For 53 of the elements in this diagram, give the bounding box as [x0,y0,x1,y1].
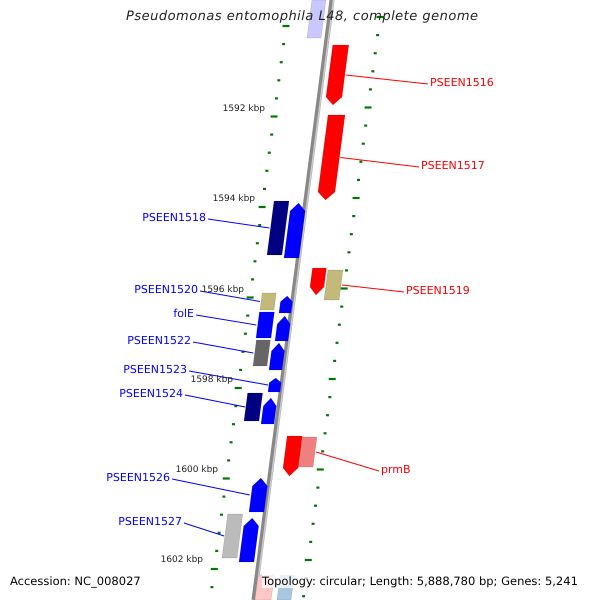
gene-label: PSEEN1523 [123,363,187,376]
leader-line [340,157,420,168]
gene-label: PSEEN1517 [421,159,485,172]
gene-label: PSEEN1516 [430,76,494,89]
gene-label: PSEEN1520 [134,283,198,296]
leader-line [200,290,260,302]
gene-feature [284,203,305,258]
info-text: Accession: NC_008027 [10,574,141,588]
gene-label: PSEEN1522 [127,334,191,347]
gene-feature [248,478,267,512]
gene-feature [260,398,276,424]
gene-block [324,270,343,300]
gene-label: PSEEN1527 [118,515,182,528]
gene-block [256,312,274,338]
scale-label: 1592 kbp [222,104,265,114]
gene-block [222,514,243,558]
gene-label: PSEEN1524 [119,387,183,400]
gene-feature [282,436,302,476]
leader-line [208,218,270,228]
scale-label: 1598 kbp [190,375,233,385]
leader-line [316,452,380,472]
gene-feature [318,115,345,200]
scale-label: 1602 kbp [160,555,203,565]
gene-label: PSEEN1526 [106,471,170,484]
leader-line [196,314,257,326]
leader-line [188,370,269,386]
diagram-title: Pseudomonas entomophila L48, complete genome [126,9,479,24]
leader-line [192,342,254,354]
gene-feature [269,343,285,370]
scale-label: 1594 kbp [212,194,255,204]
gene-block [252,340,270,366]
gene-label: folE [173,307,194,320]
gene-feature [274,316,290,341]
leader-line [342,284,404,292]
gene-label: prmB [381,463,411,476]
scale-label: 1600 kbp [176,465,218,475]
gene-feature [326,45,349,105]
gene-block [244,393,263,421]
gene-feature [239,518,259,562]
gene-block [260,293,276,310]
info-text: Topology: circular; Length: 5,888,780 bp; Genes: 5,241 [262,574,578,588]
leader-line [184,394,246,408]
gene-label: PSEEN1518 [142,211,206,224]
gene-feature [310,268,326,295]
gene-label: PSEEN1519 [406,284,470,297]
gene-feature [268,378,282,392]
gene-block [298,437,317,467]
scale-label: 1596 kbp [202,285,244,295]
leader-line [184,522,225,536]
gene-feature [278,296,292,313]
leader-line [346,74,428,84]
gene-block [266,201,289,255]
leader-line [172,478,250,496]
